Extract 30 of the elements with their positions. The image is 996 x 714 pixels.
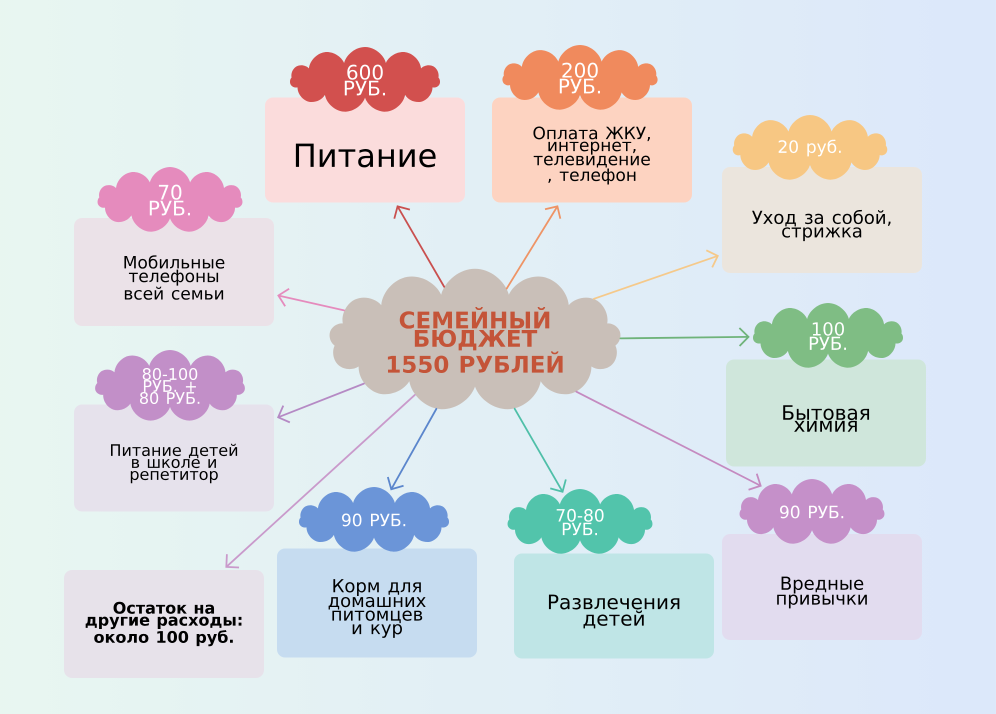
arrow	[575, 390, 762, 491]
amount-cloud: 20 руб.	[732, 115, 888, 180]
arrow	[506, 205, 562, 290]
arrow	[393, 205, 446, 288]
expense-box: Питание детей в школе и репетитор	[74, 404, 274, 512]
expense-box: Остаток на другие расходы: около 100 руб.	[64, 570, 264, 678]
arrow	[277, 382, 365, 424]
expense-box: Уход за собой, стрижка	[722, 167, 922, 273]
expense-box: Мобильные телефоны всей семьи	[74, 218, 274, 326]
arrow	[225, 394, 416, 568]
amount-cloud: 100 РУБ.	[752, 303, 904, 368]
arrow	[593, 250, 719, 300]
arrow	[620, 327, 750, 347]
arrow	[514, 408, 567, 493]
expense-box: Питание	[265, 98, 465, 202]
expense-box: Оплата ЖКУ, интернет, телевидение , телефон	[492, 98, 692, 202]
amount-cloud: 90 РУБ.	[740, 479, 884, 544]
arrow	[386, 408, 438, 490]
amount-cloud: 600 РУБ.	[290, 47, 440, 112]
expense-box: Корм для домашних питомцев и кур	[277, 548, 477, 658]
amount-cloud: 80-100 РУБ. + 80 РУБ.	[95, 350, 245, 421]
amount-cloud: 70 РУБ.	[98, 167, 242, 232]
amount-cloud: 200 РУБ.	[502, 45, 658, 110]
central-cloud: СЕМЕЙНЫЙ БЮДЖЕТ 1550 РУБЛЕЙ	[330, 268, 620, 410]
amount-cloud: 90 РУБ.	[298, 487, 450, 552]
expense-box: Развлечения детей	[514, 554, 714, 658]
amount-cloud: 70-80 РУБ.	[508, 489, 652, 554]
expense-box: Вредные привычки	[722, 534, 922, 640]
arrow	[277, 288, 346, 312]
expense-box: Бытовая химия	[726, 360, 926, 466]
